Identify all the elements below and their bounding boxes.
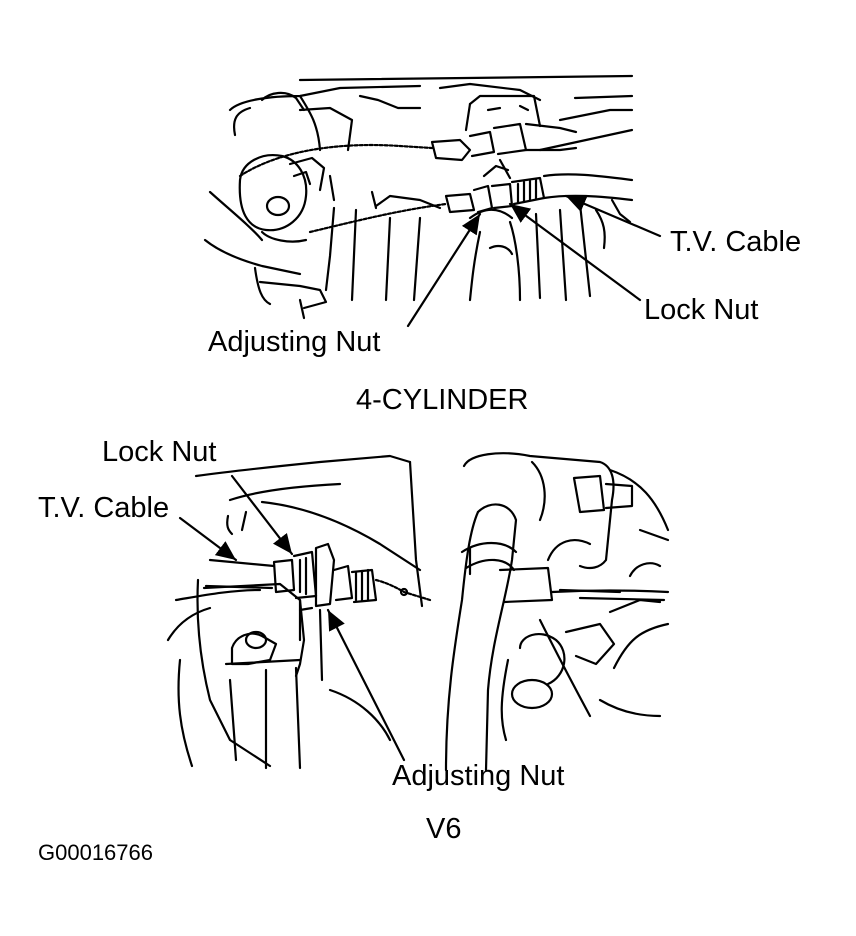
tv-cable-assembly-top [308, 158, 634, 234]
arrow-adjusting-nut-top [406, 212, 482, 328]
label-tv-cable-top: T.V. Cable [670, 226, 802, 258]
engine-outline-top [203, 74, 634, 320]
v6-illustration [166, 452, 670, 772]
tv-cable-assembly-v6 [204, 542, 670, 678]
arrow-lock-nut-v6 [230, 474, 294, 556]
hose-v6 [444, 503, 554, 772]
engine-outline-bottom [166, 454, 670, 770]
label-tv-cable-v6: T.V. Cable [38, 492, 170, 524]
label-adjusting-nut-top: Adjusting Nut [208, 326, 381, 358]
figure-id: G00016766 [38, 840, 153, 865]
upper-cable-assembly [238, 94, 578, 178]
arrow-tv-cable-v6 [178, 516, 238, 562]
caption-four-cylinder: 4-CYLINDER [356, 384, 529, 416]
four-cylinder-illustration [203, 74, 662, 328]
label-adjusting-nut-v6: Adjusting Nut [392, 760, 565, 792]
arrow-tv-cable-top [564, 194, 662, 238]
label-lock-nut-v6: Lock Nut [102, 436, 217, 468]
throttle-body-v6 [462, 452, 634, 742]
label-lock-nut-top: Lock Nut [644, 294, 759, 326]
arrow-adjusting-nut-v6 [326, 608, 406, 762]
caption-v6: V6 [426, 813, 462, 845]
arrow-lock-nut-top [508, 202, 642, 302]
engine-boss-top [238, 154, 326, 243]
